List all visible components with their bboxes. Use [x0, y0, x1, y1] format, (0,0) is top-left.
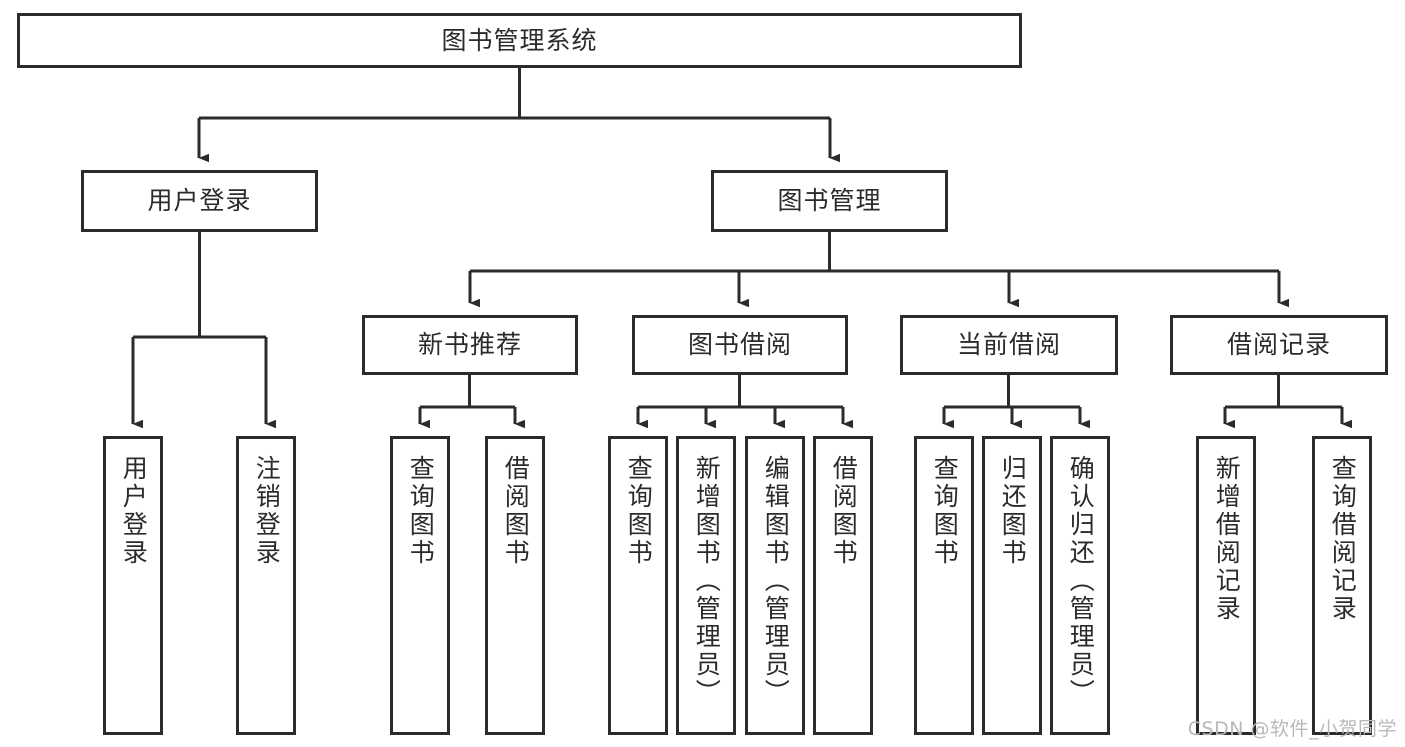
node-label: 图书管理	[777, 186, 882, 216]
leaf-label: 用户登录	[119, 455, 149, 567]
node-label: 当前借阅	[956, 330, 1061, 360]
leaf-label: 借阅图书	[501, 455, 531, 567]
leaf-borrow-edit-book-admin[interactable]: 编辑图书（管理员）	[745, 436, 805, 735]
leaf-record-query-record[interactable]: 查询借阅记录	[1312, 436, 1372, 735]
node-book-management[interactable]: 图书管理	[711, 170, 948, 232]
leaf-borrow-query-book[interactable]: 查询图书	[608, 436, 668, 735]
node-label: 新书推荐	[417, 330, 522, 360]
leaf-label: 查询图书	[624, 455, 654, 567]
node-root-system[interactable]: 图书管理系统	[17, 13, 1022, 68]
leaf-recommend-query-book[interactable]: 查询图书	[390, 436, 450, 735]
leaf-label: 新增图书（管理员）	[692, 455, 722, 707]
leaf-label: 查询图书	[930, 455, 960, 567]
watermark-text: CSDN @软件_小贺同学	[1187, 718, 1397, 740]
leaf-user-login-login[interactable]: 用户登录	[103, 436, 163, 735]
leaf-label: 编辑图书（管理员）	[761, 455, 791, 707]
leaf-label: 查询图书	[406, 455, 436, 567]
leaf-label: 新增借阅记录	[1212, 455, 1242, 623]
node-label: 借阅记录	[1226, 330, 1331, 360]
node-current-borrow[interactable]: 当前借阅	[900, 315, 1118, 375]
node-borrow-record[interactable]: 借阅记录	[1170, 315, 1388, 375]
leaf-user-login-logout[interactable]: 注销登录	[236, 436, 296, 735]
node-label: 图书借阅	[687, 330, 792, 360]
leaf-label: 借阅图书	[829, 455, 859, 567]
leaf-current-confirm-return-admin[interactable]: 确认归还（管理员）	[1050, 436, 1110, 735]
leaf-recommend-borrow-book[interactable]: 借阅图书	[485, 436, 545, 735]
leaf-current-query-book[interactable]: 查询图书	[914, 436, 974, 735]
node-book-borrow[interactable]: 图书借阅	[632, 315, 848, 375]
leaf-borrow-add-book-admin[interactable]: 新增图书（管理员）	[676, 436, 736, 735]
leaf-record-add-record[interactable]: 新增借阅记录	[1196, 436, 1256, 735]
leaf-borrow-borrow-book[interactable]: 借阅图书	[813, 436, 873, 735]
leaf-label: 归还图书	[998, 455, 1028, 567]
leaf-label: 确认归还（管理员）	[1066, 455, 1096, 707]
node-label: 图书管理系统	[441, 25, 598, 55]
node-label: 用户登录	[147, 186, 252, 216]
node-new-book-recommend[interactable]: 新书推荐	[362, 315, 578, 375]
leaf-label: 查询借阅记录	[1328, 455, 1358, 623]
leaf-label: 注销登录	[252, 455, 282, 567]
node-user-login[interactable]: 用户登录	[81, 170, 318, 232]
leaf-current-return-book[interactable]: 归还图书	[982, 436, 1042, 735]
